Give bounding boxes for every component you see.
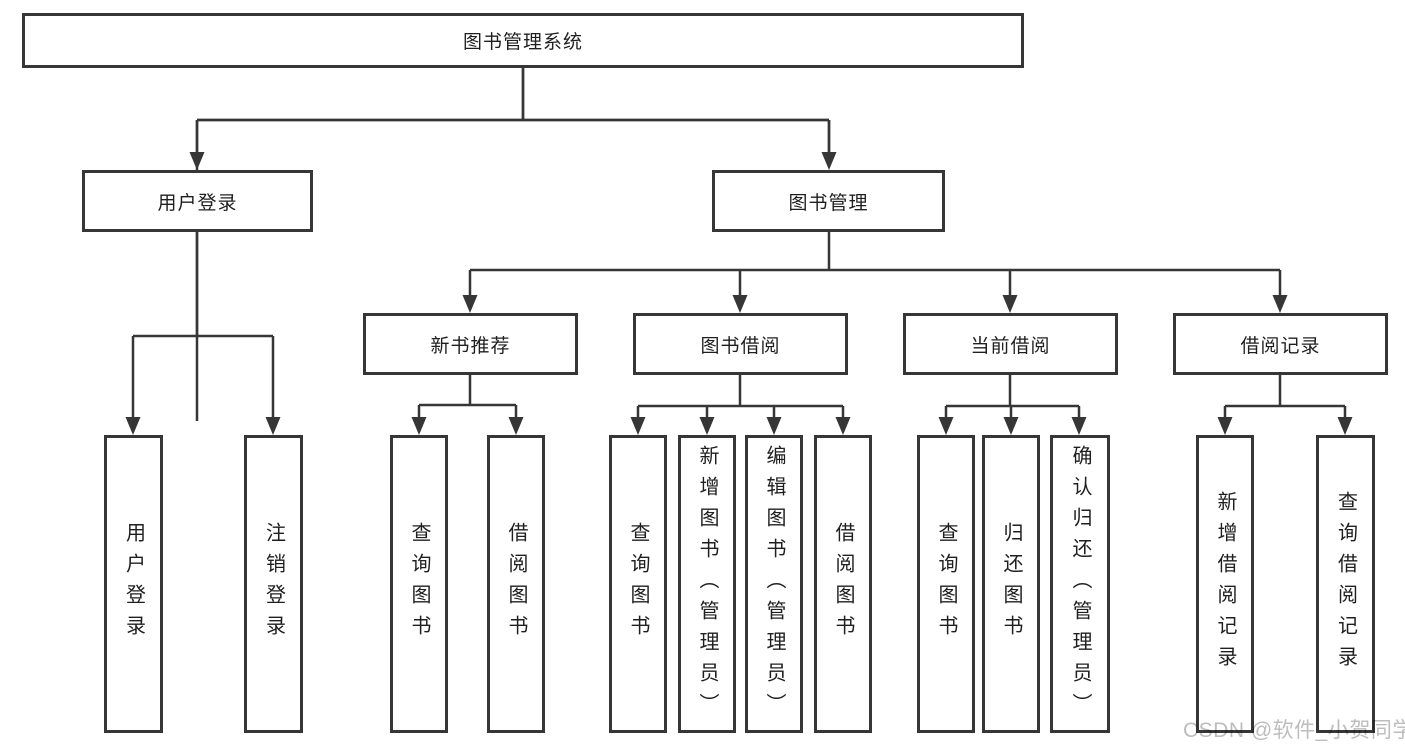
node-rec-query-books: 查询图书 bbox=[390, 435, 448, 733]
node-rec-query-books-label: 查询图书 bbox=[408, 522, 430, 646]
node-bb-edit-books-admin: 编辑图书（管理员） bbox=[745, 435, 803, 733]
node-book-borrowing: 图书借阅 bbox=[633, 313, 848, 375]
node-br-add-record-label: 新增借阅记录 bbox=[1214, 491, 1236, 677]
node-new-book-recommend: 新书推荐 bbox=[363, 313, 578, 375]
node-rec-borrow-books-label: 借阅图书 bbox=[505, 522, 527, 646]
node-user-login-leaf-label: 用户登录 bbox=[122, 522, 145, 646]
node-user-login: 用户登录 bbox=[82, 170, 313, 232]
node-logout-label: 注销登录 bbox=[262, 522, 285, 646]
node-current-borrowing: 当前借阅 bbox=[903, 313, 1118, 375]
node-user-login-label: 用户登录 bbox=[157, 192, 238, 214]
node-br-query-record-label: 查询借阅记录 bbox=[1334, 491, 1357, 677]
node-cb-confirm-return-admin: 确认归还（管理员） bbox=[1050, 435, 1110, 733]
node-bb-borrow-books-label: 借阅图书 bbox=[832, 522, 854, 646]
node-current-borrowing-label: 当前借阅 bbox=[970, 335, 1051, 357]
node-user-login-leaf: 用户登录 bbox=[104, 435, 163, 733]
node-bb-borrow-books: 借阅图书 bbox=[814, 435, 872, 733]
node-book-management-label: 图书管理 bbox=[788, 192, 869, 214]
node-cb-confirm-return-admin-label: 确认归还（管理员） bbox=[1069, 444, 1091, 724]
node-library-system: 图书管理系统 bbox=[22, 13, 1024, 68]
node-book-management: 图书管理 bbox=[712, 170, 945, 232]
node-bb-query-books: 查询图书 bbox=[609, 435, 667, 733]
node-book-borrowing-label: 图书借阅 bbox=[700, 335, 781, 357]
node-new-book-recommend-label: 新书推荐 bbox=[430, 335, 511, 357]
node-cb-query-books-label: 查询图书 bbox=[935, 522, 957, 646]
node-library-system-label: 图书管理系统 bbox=[462, 32, 583, 53]
node-rec-borrow-books: 借阅图书 bbox=[487, 435, 545, 733]
node-cb-return-books-label: 归还图书 bbox=[1000, 522, 1022, 646]
csdn-watermark: CSDN @软件_小贺同学 bbox=[1183, 719, 1405, 742]
node-logout: 注销登录 bbox=[244, 435, 303, 733]
node-cb-return-books: 归还图书 bbox=[982, 435, 1040, 733]
node-bb-edit-books-admin-label: 编辑图书（管理员） bbox=[763, 444, 785, 724]
node-br-query-record: 查询借阅记录 bbox=[1316, 435, 1375, 733]
node-br-add-record: 新增借阅记录 bbox=[1196, 435, 1254, 733]
node-borrowing-records-label: 借阅记录 bbox=[1240, 335, 1321, 357]
node-borrowing-records: 借阅记录 bbox=[1173, 313, 1388, 375]
node-bb-add-books-admin: 新增图书（管理员） bbox=[678, 435, 736, 733]
node-cb-query-books: 查询图书 bbox=[917, 435, 975, 733]
node-bb-add-books-admin-label: 新增图书（管理员） bbox=[696, 444, 718, 724]
node-bb-query-books-label: 查询图书 bbox=[627, 522, 649, 646]
